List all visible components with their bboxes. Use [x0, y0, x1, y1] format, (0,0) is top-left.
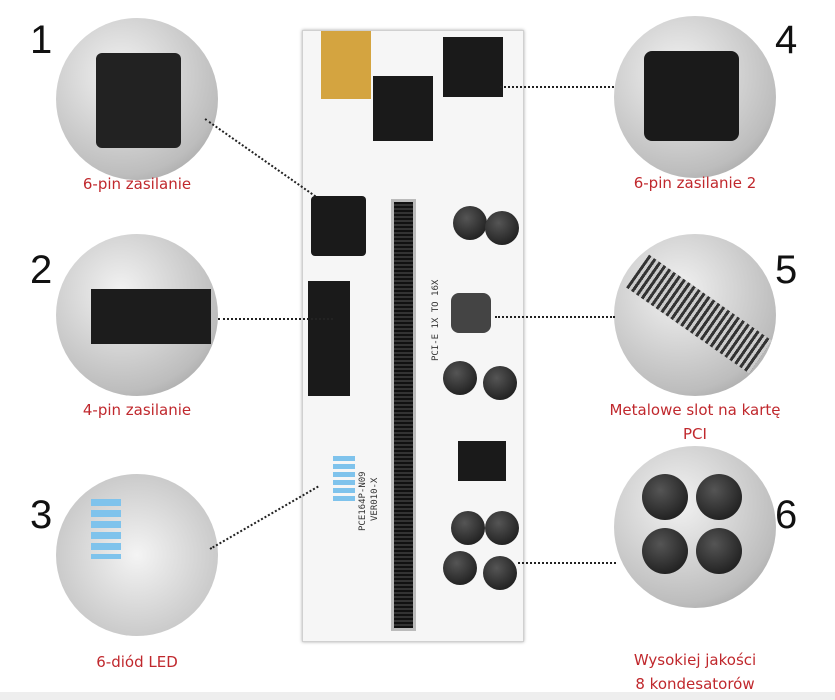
pci-slot [391, 199, 416, 631]
board-text-version: VER010-X [370, 477, 380, 521]
leader-line-5 [495, 316, 615, 318]
detail-leds [56, 474, 218, 636]
usb-connector [373, 76, 433, 141]
6pin-header [311, 196, 366, 256]
label-line-2: PCI [683, 425, 707, 443]
detail-pci-slot [614, 234, 776, 396]
callout-number-4: 4 [775, 18, 798, 62]
callout-number-1: 1 [30, 18, 53, 62]
callout-label-3: 6-diód LED [96, 653, 178, 671]
callout-label-4: 6-pin zasilanie 2 [633, 174, 757, 192]
riser-board: PCI-E 1X TO 16X PCE164P-N09 VER010-X [302, 30, 524, 642]
label-line-2: 8 kondesatorów [635, 675, 755, 693]
6pin-header-2 [443, 37, 503, 97]
callout-label-2: 4-pin zasilanie [82, 401, 192, 419]
usb-port [321, 31, 371, 99]
callout-label-6: Wysokiej jakości 8 kondesatorów [575, 648, 815, 696]
callout-number-5: 5 [775, 248, 798, 292]
leader-line-6 [518, 562, 616, 564]
label-line-1: Metalowe slot na kartę [609, 401, 781, 419]
board-text-model: PCE164P-N09 [358, 471, 368, 531]
leader-line-4 [500, 86, 614, 88]
callout-number-3: 3 [30, 493, 53, 537]
callout-number-2: 2 [30, 248, 53, 292]
callout-label-1: 6-pin zasilanie [82, 175, 192, 193]
callout-number-6: 6 [775, 493, 798, 537]
4pin-molex [308, 281, 350, 396]
label-line-1: Wysokiej jakości [633, 651, 757, 669]
detail-6pin-connector [56, 18, 218, 180]
leader-line-2 [218, 318, 333, 320]
board-text-pcie: PCI-E 1X TO 16X [431, 279, 441, 361]
detail-4pin-connector [56, 234, 218, 396]
bottom-strip [0, 692, 835, 700]
detail-capacitors [614, 446, 776, 608]
detail-6pin-connector-2 [614, 16, 776, 178]
